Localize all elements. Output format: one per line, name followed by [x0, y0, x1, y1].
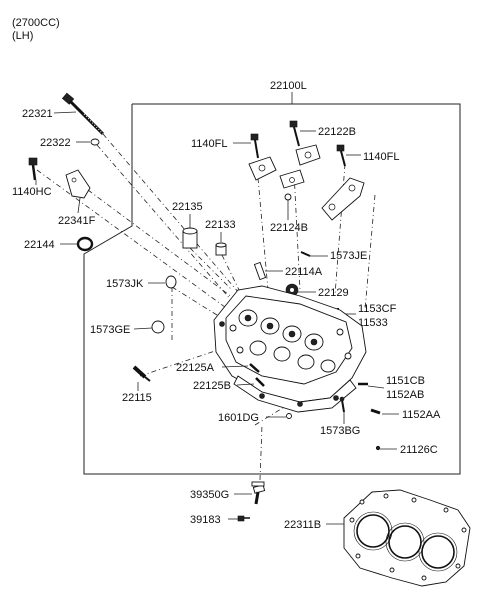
head-gasket-22311B	[343, 489, 471, 587]
bolt-22122B	[289, 120, 300, 147]
plug-1573JK	[165, 275, 177, 289]
bolt-1140FL-left	[250, 133, 259, 159]
label-1140FL-right: 1140FL	[363, 151, 400, 163]
dowel-21126C	[375, 445, 381, 451]
label-22321: 22321	[22, 108, 53, 120]
label-1140HC: 1140HC	[12, 186, 52, 198]
label-22100L: 22100L	[270, 80, 307, 92]
label-22341F: 22341F	[58, 215, 96, 227]
label-1573JK: 1573JK	[106, 278, 144, 290]
bolt-22321	[61, 92, 105, 136]
label-1152AA: 1152AA	[402, 409, 441, 421]
label-22311B: 22311B	[284, 519, 321, 531]
label-22125B: 22125B	[193, 380, 231, 392]
tappet-22135	[182, 227, 198, 249]
bearing-cap-right	[321, 177, 365, 221]
bolt-39183	[237, 515, 250, 522]
label-22114A: 22114A	[285, 266, 323, 278]
dowel-1601DG	[286, 413, 292, 419]
label-1573GE: 1573GE	[90, 324, 130, 336]
label-22129: 22129	[318, 287, 349, 299]
valve-guide-22114A	[253, 261, 267, 281]
seal-ring-22144	[76, 236, 94, 252]
label-22135: 22135	[172, 201, 203, 213]
bolt-1140FL-right	[336, 144, 346, 167]
label-1151CB: 1151CB	[386, 375, 425, 387]
plug-1573JE	[300, 251, 311, 257]
label-22115: 22115	[122, 392, 152, 404]
bolt-1140HC	[28, 157, 38, 181]
label-21126C: 21126C	[400, 444, 438, 456]
label-1573BG: 1573BG	[320, 425, 360, 437]
side-spec: (LH)	[12, 30, 33, 42]
bracket-22341F	[65, 169, 91, 199]
plug-22115	[132, 365, 151, 382]
label-1153CF: 1153CF	[358, 303, 397, 315]
label-11533: 11533	[358, 317, 388, 329]
plug-1573GE	[151, 320, 165, 334]
shim-22133	[215, 242, 227, 256]
sensor-39350G	[251, 481, 266, 505]
engine-spec: (2700CC)	[12, 17, 60, 29]
label-1601DG: 1601DG	[218, 412, 259, 424]
cylinder-head	[213, 285, 367, 413]
label-22122B: 22122B	[318, 126, 356, 138]
assembly-frame	[83, 103, 461, 475]
label-22124B: 22124B	[270, 222, 308, 234]
washer-22322	[90, 138, 100, 146]
label-22125A: 22125A	[176, 362, 215, 374]
label-39183: 39183	[190, 514, 221, 526]
label-39350G: 39350G	[190, 489, 229, 501]
plug-1573BG	[339, 396, 345, 413]
label-22133: 22133	[205, 219, 236, 231]
label-1573JE: 1573JE	[330, 250, 367, 262]
label-22144: 22144	[24, 239, 55, 251]
label-1152AB: 1152AB	[386, 389, 424, 401]
label-22322: 22322	[40, 137, 71, 149]
bolt-1152AA	[370, 408, 381, 415]
stud-22125A	[249, 363, 260, 373]
stud-22125B	[255, 377, 265, 387]
pin-22124B	[284, 193, 292, 201]
label-1140FL-left: 1140FL	[191, 138, 228, 150]
